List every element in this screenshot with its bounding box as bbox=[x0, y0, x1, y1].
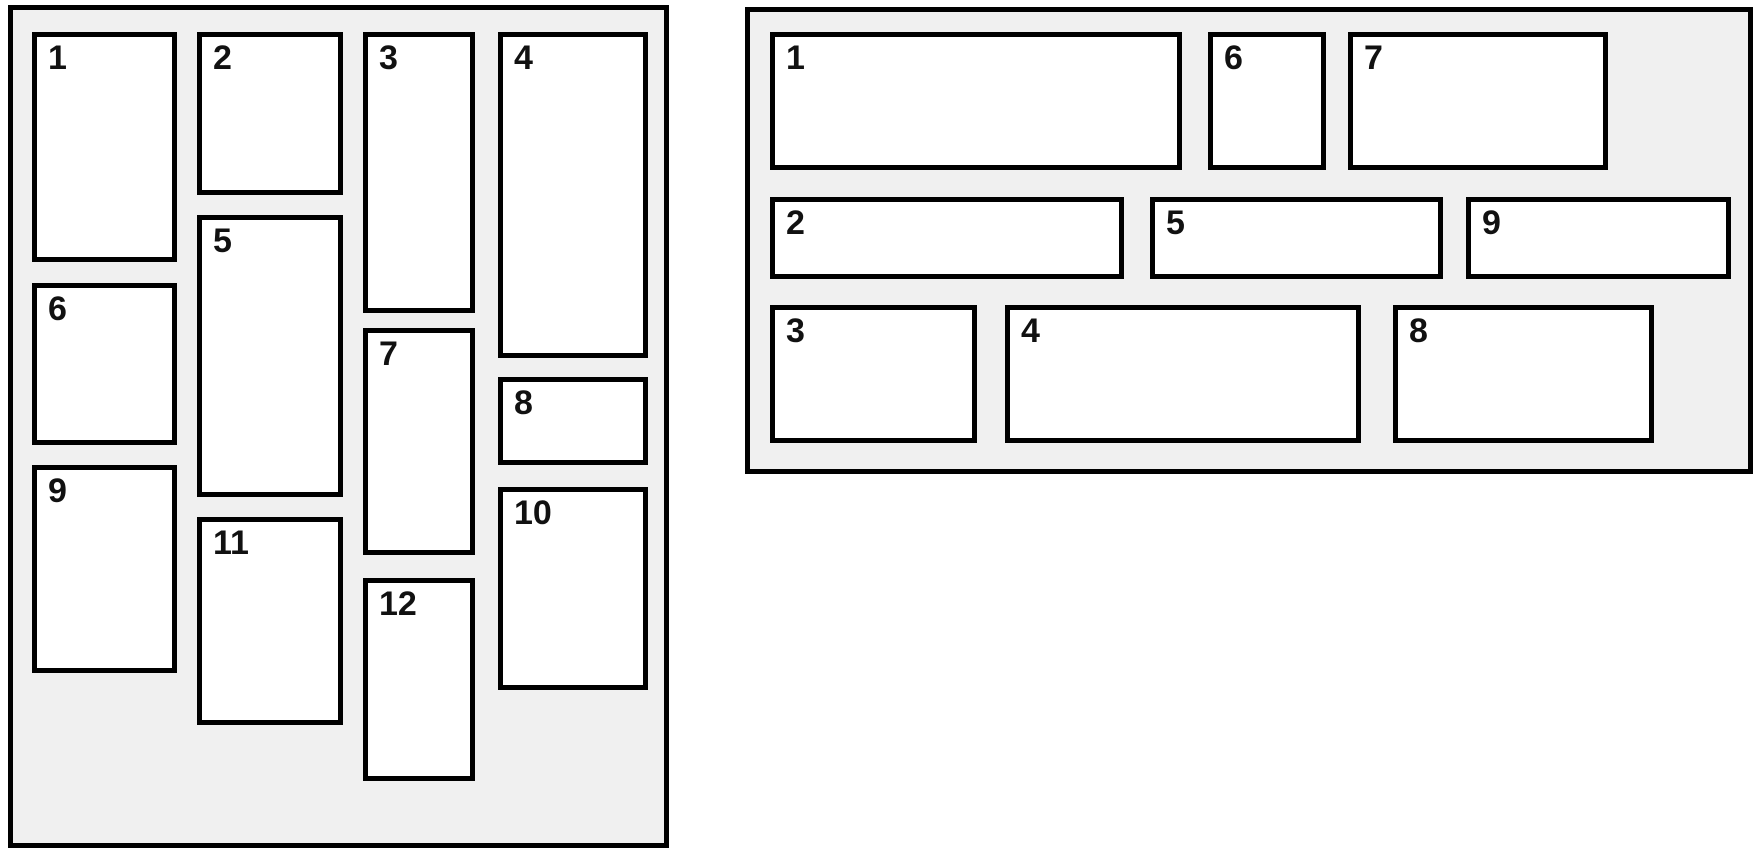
card-6: 6 bbox=[1208, 32, 1326, 170]
card-number: 3 bbox=[786, 312, 805, 350]
card-7: 7 bbox=[363, 328, 475, 555]
card-11: 11 bbox=[197, 517, 343, 725]
card-number: 4 bbox=[1021, 312, 1040, 350]
card-7: 7 bbox=[1348, 32, 1608, 170]
card-number: 9 bbox=[1482, 204, 1501, 242]
card-number: 2 bbox=[786, 204, 805, 242]
card-number: 2 bbox=[213, 39, 232, 77]
card-number: 10 bbox=[514, 494, 552, 532]
card-6: 6 bbox=[32, 283, 177, 445]
card-3: 3 bbox=[363, 32, 475, 313]
card-8: 8 bbox=[1393, 305, 1654, 443]
card-number: 8 bbox=[1409, 312, 1428, 350]
card-number: 1 bbox=[48, 39, 67, 77]
card-8: 8 bbox=[498, 377, 648, 465]
card-4: 4 bbox=[1005, 305, 1361, 443]
card-number: 5 bbox=[1166, 204, 1185, 242]
card-number: 4 bbox=[514, 39, 533, 77]
card-1: 1 bbox=[32, 32, 177, 262]
card-1: 1 bbox=[770, 32, 1182, 170]
card-number: 6 bbox=[48, 290, 67, 328]
card-number: 6 bbox=[1224, 39, 1243, 77]
card-number: 8 bbox=[514, 384, 533, 422]
rows-layout-panel: 1 6 7 2 5 9 3 4 8 bbox=[745, 7, 1753, 474]
card-number: 12 bbox=[379, 585, 417, 623]
card-number: 3 bbox=[379, 39, 398, 77]
card-5: 5 bbox=[197, 215, 343, 497]
card-4: 4 bbox=[498, 32, 648, 358]
card-number: 5 bbox=[213, 222, 232, 260]
card-9: 9 bbox=[1466, 197, 1731, 279]
card-number: 7 bbox=[1364, 39, 1383, 77]
card-3: 3 bbox=[770, 305, 977, 443]
card-12: 12 bbox=[363, 578, 475, 781]
card-number: 9 bbox=[48, 472, 67, 510]
card-2: 2 bbox=[770, 197, 1124, 279]
card-number: 11 bbox=[213, 524, 249, 562]
card-number: 7 bbox=[379, 335, 398, 373]
card-2: 2 bbox=[197, 32, 343, 195]
card-number: 1 bbox=[786, 39, 805, 77]
card-5: 5 bbox=[1150, 197, 1443, 279]
card-10: 10 bbox=[498, 487, 648, 690]
card-9: 9 bbox=[32, 465, 177, 673]
